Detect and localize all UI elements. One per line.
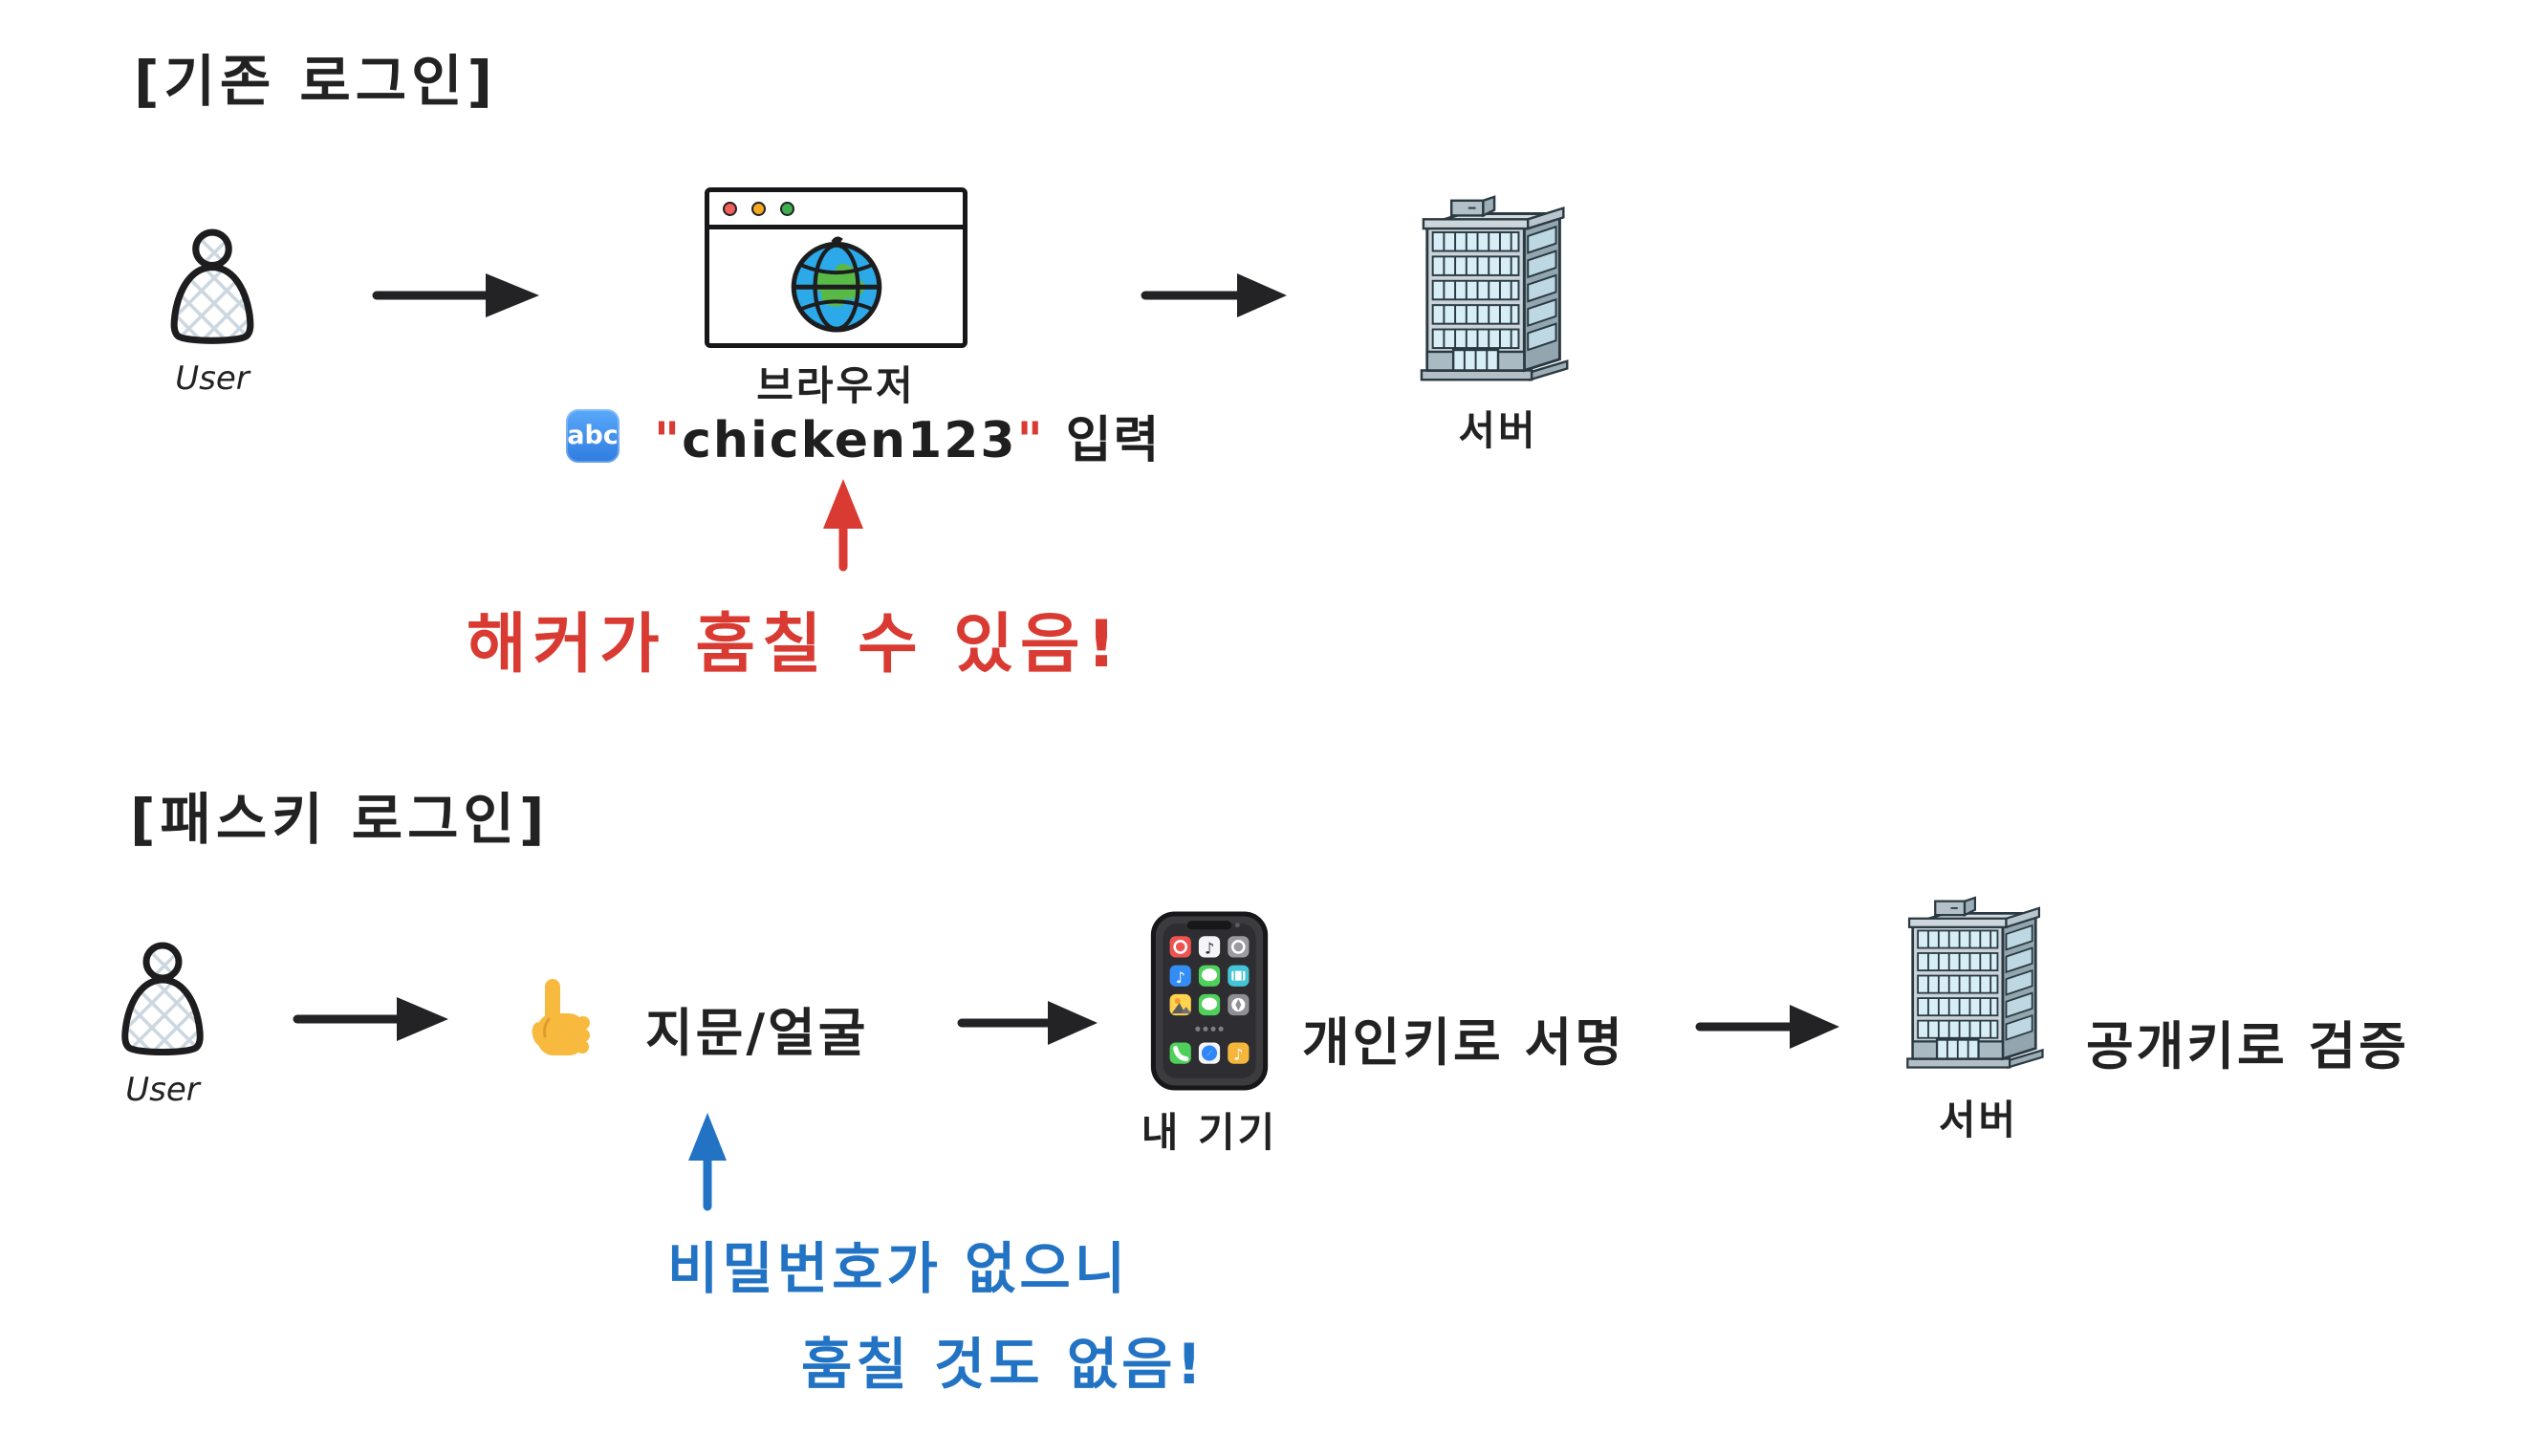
traditional-user: User	[149, 228, 275, 398]
traditional-browser: 브라우저	[690, 187, 982, 412]
svg-text:♪: ♪	[1233, 1046, 1243, 1064]
arrow-user-to-browser	[371, 271, 543, 324]
user-label: User	[175, 359, 250, 398]
svg-text:♪: ♪	[1176, 968, 1185, 987]
sign-label: 개인키로 서명	[1302, 1012, 1625, 1073]
passkey-note-line2: 훔칠 것도 없음!	[801, 1331, 1206, 1397]
browser-window-icon	[705, 187, 967, 348]
passkey-note-line1: 비밀번호가 없으니	[667, 1236, 1130, 1301]
arrow-browser-to-server	[1140, 271, 1291, 324]
server-label: 서버	[1458, 407, 1538, 454]
password-entry-row: abc "chicken123" 입력	[566, 400, 1161, 471]
traditional-login-title: [기존 로그인]	[134, 49, 498, 114]
server-building-icon	[1412, 193, 1584, 393]
arrow-biometric-to-device	[956, 998, 1101, 1052]
device-label: 내 기기	[1141, 1109, 1278, 1156]
quote-close: "	[1016, 412, 1045, 469]
password-text: "chicken123" 입력	[654, 400, 1161, 471]
traffic-dot-red	[723, 201, 737, 216]
biometric-label: 지문/얼굴	[645, 1003, 869, 1063]
input-suffix: 입력	[1065, 412, 1162, 469]
passkey-user: User	[99, 941, 226, 1109]
browser-title-bar	[709, 192, 963, 229]
arrow-device-to-server	[1694, 1002, 1843, 1055]
pointing-finger-icon	[524, 977, 595, 1065]
password-value: chicken123	[682, 412, 1017, 469]
verify-label: 공개키로 검증	[2086, 1016, 2409, 1076]
globe-icon	[783, 231, 890, 342]
smartphone-icon: ♪ ♪	[1150, 911, 1269, 1095]
server-building-icon	[1901, 892, 2056, 1082]
quote-open: "	[654, 412, 683, 469]
user-icon	[163, 228, 261, 358]
passkey-note-text: 비밀번호가 없으니 훔칠 것도 없음!	[667, 1222, 1206, 1413]
user-label: User	[125, 1071, 200, 1109]
server-label: 서버	[1938, 1097, 2019, 1143]
svg-text:♪: ♪	[1205, 939, 1214, 957]
arrow-user-to-biometric	[292, 994, 452, 1048]
red-up-arrow	[818, 475, 868, 576]
traffic-dot-green	[780, 201, 794, 216]
traditional-server: 서버	[1398, 193, 1598, 457]
abc-input-icon: abc	[566, 408, 620, 463]
user-icon	[115, 941, 210, 1069]
blue-up-arrow	[683, 1109, 732, 1216]
passkey-login-title: [패스키 로그인]	[130, 787, 550, 852]
browser-label: 브라우저	[756, 362, 916, 409]
hacker-warning-text: 해커가 훔칠 수 있음!	[467, 607, 1123, 683]
traffic-dot-yellow	[751, 201, 766, 216]
passkey-server: 서버	[1885, 892, 2072, 1146]
passkey-device: ♪ ♪	[1138, 911, 1281, 1159]
